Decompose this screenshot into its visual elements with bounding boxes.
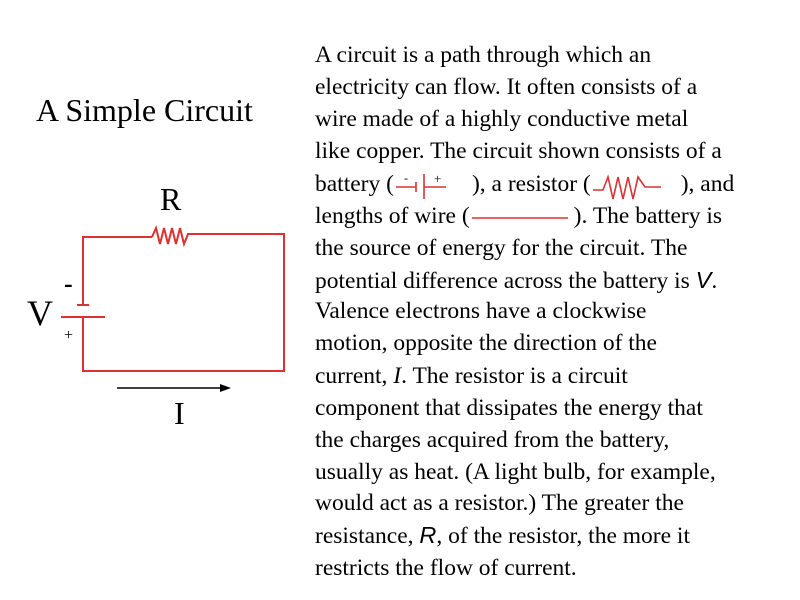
text-segment: battery ( [315, 171, 394, 197]
svg-text:-: - [404, 172, 408, 185]
circuit-diagram: R V - + I [27, 181, 285, 431]
text-segment: current, [315, 363, 394, 389]
text-segment: , of the resistor, the more it [436, 523, 690, 549]
negative-sign: - [64, 269, 73, 298]
para-line: battery ( -+ ), a resistor ( ), and [315, 170, 734, 200]
para-line: the source of energy for the circuit. Th… [315, 235, 688, 261]
text-segment: . [711, 268, 718, 294]
text-segment: . The resistor is a circuit [401, 363, 628, 389]
resistor-symbol-icon [592, 173, 661, 199]
text-segment: resistance, [315, 523, 420, 549]
positive-sign: + [64, 327, 73, 344]
para-line: lengths of wire ( ). The battery is [315, 202, 722, 230]
text-segment: potential difference across the battery … [315, 268, 696, 294]
para-line: would act as a resistor.) The greater th… [315, 490, 684, 516]
para-line: Valence electrons have a clockwise [315, 298, 647, 324]
para-line: current, I. The resistor is a circuit [315, 362, 628, 390]
text-segment: ). The battery is [573, 203, 723, 229]
para-line: component that dissipates the energy tha… [315, 395, 703, 421]
para-line: restricts the flow of current. [315, 555, 577, 581]
resistance-symbol: R [419, 522, 437, 548]
text-segment: lengths of wire ( [315, 203, 470, 229]
para-line: wire made of a highly conductive metal [315, 106, 689, 132]
text-segment: ), and [680, 171, 735, 197]
voltage-symbol: V [695, 267, 712, 293]
resistor-zigzag [151, 224, 204, 248]
para-line: A circuit is a path through which an [315, 42, 652, 68]
arrowhead-icon [220, 384, 231, 392]
para-line: usually as heat. (A light bulb, for exam… [315, 459, 716, 485]
battery-symbol-icon: -+ [395, 171, 446, 199]
wire-symbol-icon [471, 216, 568, 219]
text-segment: ), a resistor ( [471, 171, 591, 197]
resistor-label: R [160, 181, 182, 217]
para-line: like copper. The circuit shown consists … [315, 138, 722, 164]
para-line: potential difference across the battery … [315, 266, 717, 295]
current-label: I [174, 395, 185, 431]
voltage-label: V [27, 293, 53, 333]
svg-text:+: + [434, 172, 441, 186]
wire-right [82, 233, 285, 372]
wire-top-left [82, 236, 152, 305]
para-line: electricity can flow. It often consists … [315, 74, 698, 100]
current-symbol: I [393, 363, 402, 389]
slide-title: A Simple Circuit [36, 92, 253, 128]
para-line: the charges acquired from the battery, [315, 427, 670, 453]
para-line: motion, opposite the direction of the [315, 330, 657, 356]
para-line: resistance, R, of the resistor, the more… [315, 521, 690, 550]
